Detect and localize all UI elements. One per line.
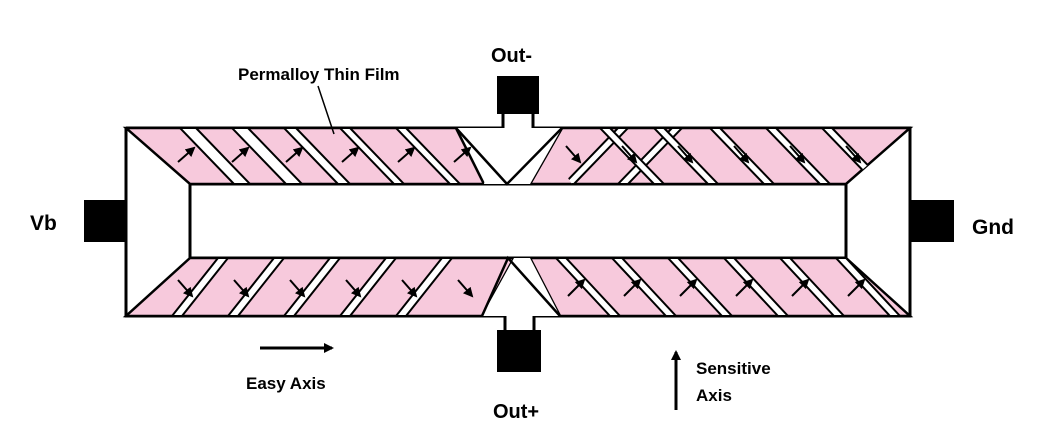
sensitive-axis-label-line1: Sensitive: [696, 359, 771, 378]
center-notch-top: [454, 127, 564, 186]
shorting-bars-bottom-left: [169, 258, 455, 316]
center-notch-bottom: [480, 255, 561, 317]
shorting-bars-bottom-right: [553, 258, 903, 316]
film-label-leader: [317, 85, 335, 135]
vb-label: Vb: [30, 212, 57, 235]
terminal-out-plus: [497, 316, 541, 372]
shorting-bars-top-left: [177, 128, 463, 184]
sensitive-axis-label-line2: Axis: [696, 386, 732, 405]
gnd-label: Gnd: [972, 216, 1014, 239]
out-minus-label: Out-: [491, 45, 532, 67]
magnetization-arrows: [177, 145, 866, 298]
terminal-out-minus: [497, 76, 539, 128]
terminal-gnd: [910, 200, 954, 242]
film-label: Permalloy Thin Film: [238, 65, 400, 84]
easy-axis-label: Easy Axis: [246, 374, 326, 393]
out-plus-label: Out+: [493, 401, 539, 423]
terminal-vb: [84, 200, 126, 242]
bridge-frame: [124, 126, 912, 318]
